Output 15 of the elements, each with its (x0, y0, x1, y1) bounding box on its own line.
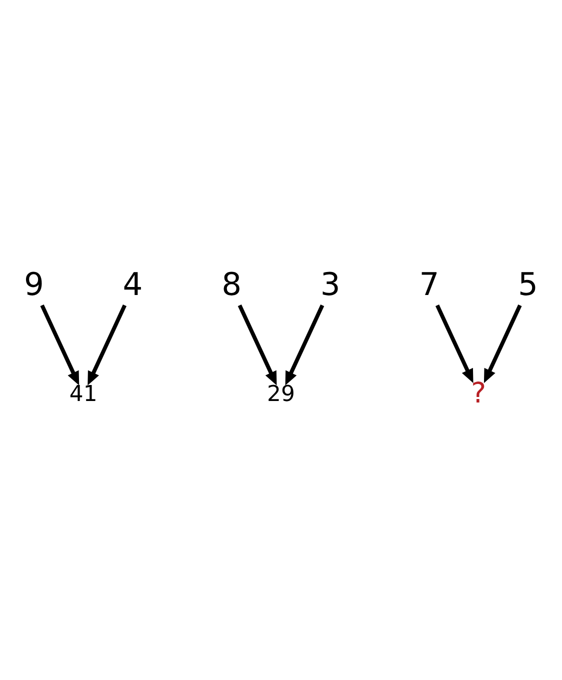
arrow (484, 304, 522, 383)
node-text: ? (471, 376, 486, 409)
node-text: 4 (122, 266, 143, 303)
arrow (435, 304, 474, 383)
arrow (88, 304, 127, 385)
arrow (285, 304, 324, 385)
node-text: 8 (222, 266, 242, 303)
node-text: 29 (267, 381, 295, 406)
node-text: 5 (518, 266, 538, 303)
node-text: 9 (24, 266, 44, 303)
arrow (238, 304, 277, 385)
node-text: 3 (320, 266, 340, 303)
node-text: 41 (69, 381, 98, 406)
arrow (40, 304, 80, 385)
node-text: 7 (419, 266, 440, 303)
